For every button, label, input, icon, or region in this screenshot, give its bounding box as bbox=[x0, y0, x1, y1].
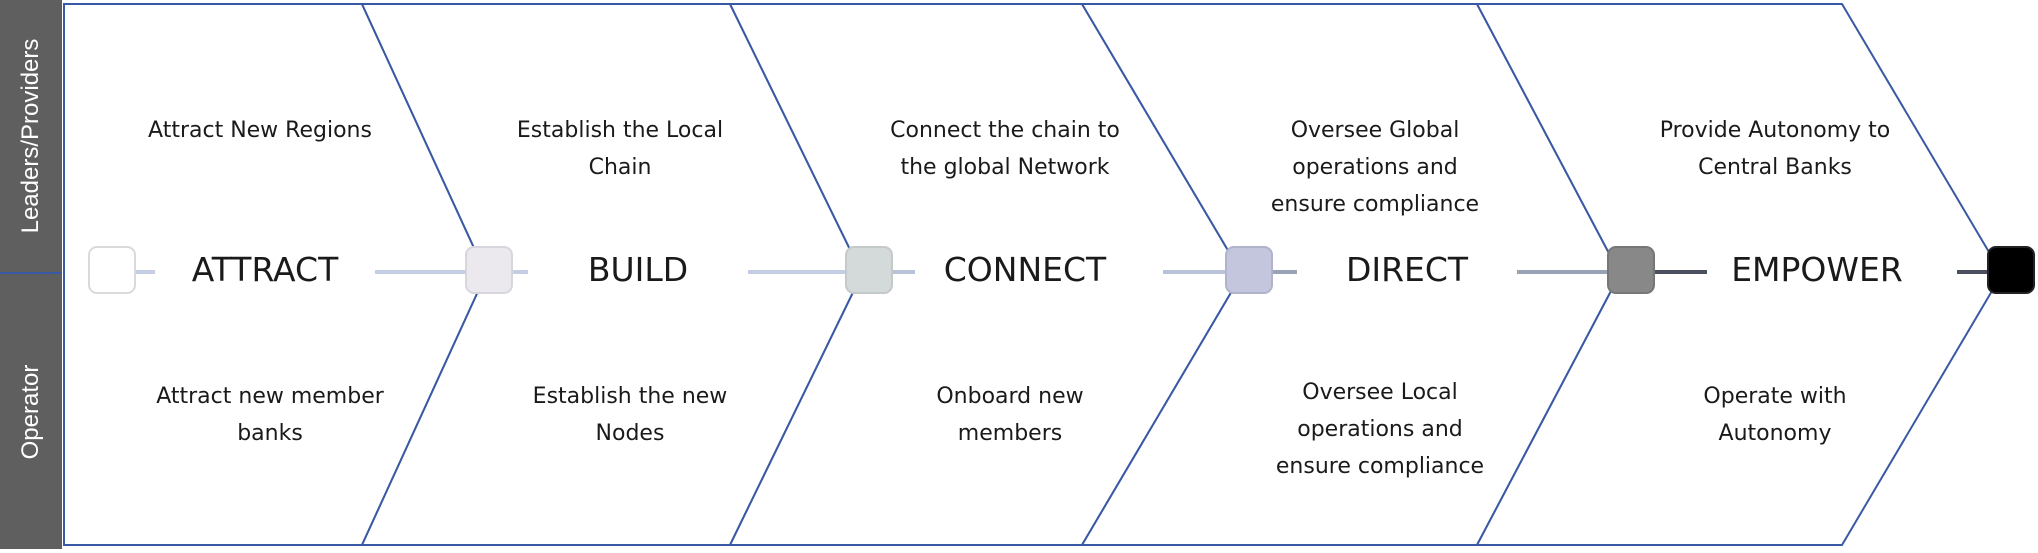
stage-direct-label: DIRECT bbox=[1297, 248, 1517, 292]
stage-empower-node bbox=[1607, 246, 1655, 294]
stage-direct-node bbox=[1225, 246, 1273, 294]
lane-operator-label: Operator bbox=[17, 364, 44, 459]
stage-build-label: BUILD bbox=[528, 248, 748, 292]
stage-connect-node bbox=[845, 246, 893, 294]
stage-empower-bottom-text: Operate with Autonomy bbox=[1703, 384, 1847, 446]
lane-operator: Operator bbox=[0, 274, 62, 549]
lane-leaders-providers: Leaders/Providers bbox=[0, 0, 62, 274]
stage-direct-top-text: Oversee Global operations and ensure com… bbox=[1270, 118, 1480, 217]
stage-connect-top-text: Connect the chain to the global Network bbox=[890, 118, 1120, 180]
stage-attract-node bbox=[88, 246, 136, 294]
stage-attract-bottom-text: Attract new member banks bbox=[156, 384, 384, 446]
end-node bbox=[1987, 246, 2035, 294]
stage-build-top-text: Establish the Local Chain bbox=[516, 118, 724, 180]
stage-attract-top-text: Attract New Regions bbox=[148, 118, 372, 143]
lane-leaders-providers-label: Leaders/Providers bbox=[17, 38, 44, 234]
stage-empower-top-text: Provide Autonomy to Central Banks bbox=[1659, 118, 1891, 180]
stage-connect-bottom-text: Onboard new members bbox=[936, 384, 1084, 446]
stage-build-node bbox=[465, 246, 513, 294]
stage-build-bottom-text: Establish the new Nodes bbox=[532, 384, 728, 446]
stage-direct-bottom-text: Oversee Local operations and ensure comp… bbox=[1275, 380, 1485, 479]
stage-connect-label: CONNECT bbox=[915, 248, 1135, 292]
stage-empower-label: EMPOWER bbox=[1707, 248, 1927, 292]
stage-attract-label: ATTRACT bbox=[155, 248, 375, 292]
